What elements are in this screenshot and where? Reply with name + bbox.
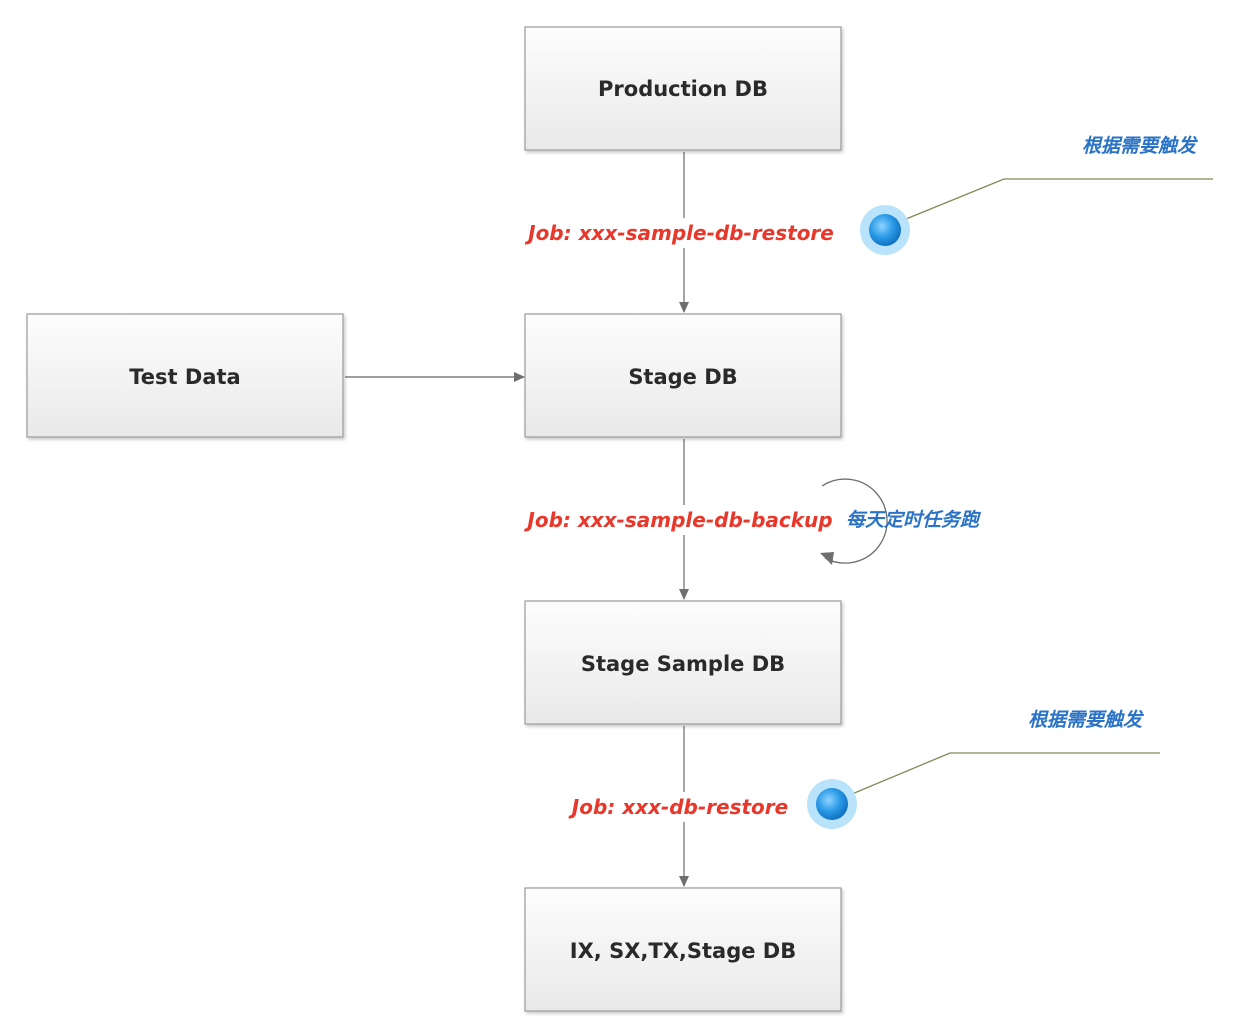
job-label-sample-db-restore: Job: xxx-sample-db-restore	[524, 221, 834, 245]
callout-leader-line-2	[851, 752, 1160, 795]
node-test-data: Test Data	[26, 313, 344, 438]
node-target-dbs: IX, SX,TX,Stage DB	[524, 887, 842, 1012]
node-stage-db: Stage DB	[524, 313, 842, 438]
node-stage-sample-db: Stage Sample DB	[524, 600, 842, 725]
callout-leader-line-1	[905, 178, 1213, 220]
job-label-db-restore: Job: xxx-db-restore	[568, 795, 788, 819]
node-stage-db-label: Stage DB	[628, 365, 737, 389]
schedule-loop: 每天定时任务跑	[820, 478, 982, 565]
note-daily-scheduled: 每天定时任务跑	[846, 509, 982, 531]
circular-arrow-icon	[821, 478, 888, 564]
note-trigger-on-demand-2: 根据需要触发	[1028, 709, 1145, 731]
node-stage-sample-db-label: Stage Sample DB	[581, 652, 785, 676]
job-label-sample-db-backup: Job: xxx-sample-db-backup	[523, 508, 832, 532]
callout-trigger-2: 根据需要触发	[807, 709, 1160, 829]
node-production-db-label: Production DB	[598, 77, 768, 101]
node-production-db: Production DB	[524, 26, 842, 151]
node-test-data-label: Test Data	[129, 365, 240, 389]
node-target-dbs-label: IX, SX,TX,Stage DB	[570, 939, 796, 963]
note-trigger-on-demand-1: 根据需要触发	[1082, 135, 1199, 157]
callout-trigger-1: 根据需要触发	[860, 135, 1213, 255]
